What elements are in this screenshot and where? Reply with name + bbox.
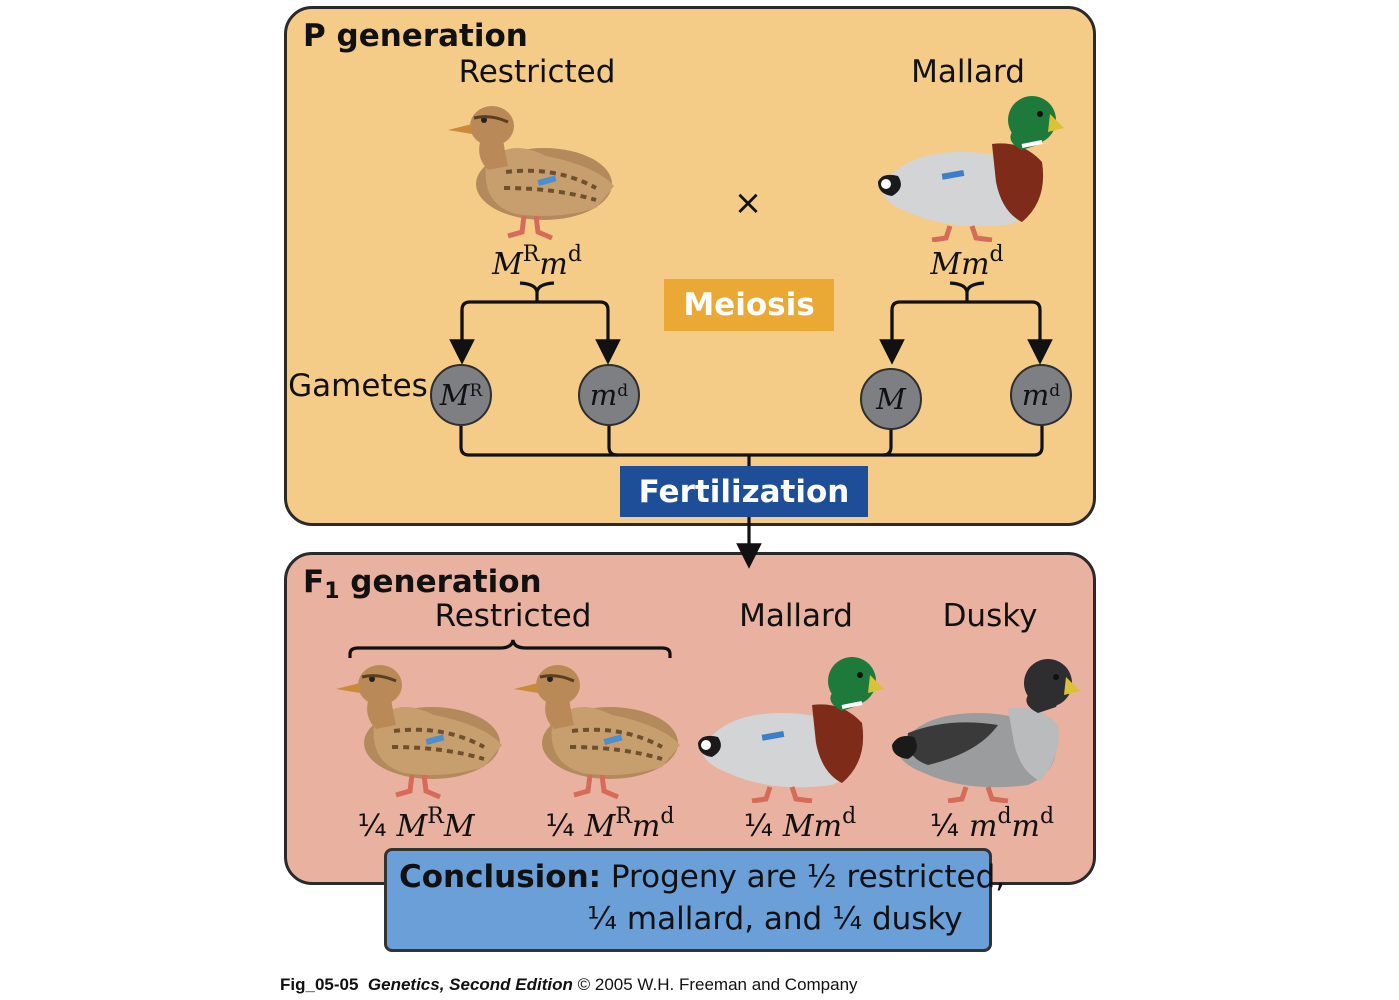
f1-dusky-duck-icon (892, 659, 1080, 803)
right-meiosis-split (890, 300, 1053, 365)
mallard-duck-icon (878, 96, 1064, 242)
f1-dusky-label: Dusky (942, 598, 1038, 634)
p-mallard-label: Mallard (911, 54, 1025, 90)
p-restricted-label: Restricted (458, 54, 616, 90)
cross-symbol: × (733, 183, 763, 223)
left-meiosis-split (460, 300, 621, 365)
figure-caption: Fig_05-05 Genetics, Second Edition © 200… (280, 975, 858, 994)
f1-mallard-label: Mallard (739, 598, 853, 634)
restricted-brace (348, 639, 672, 658)
p-mallard-genotype: Mmd (930, 242, 1004, 282)
f1-restricted-duck-2-icon (514, 665, 680, 800)
fertilization-box: Fertilization (620, 466, 868, 517)
p-generation-panel (284, 6, 1096, 526)
f1-mallard-duck-icon (698, 657, 884, 803)
right-meiosis-bracket (949, 281, 985, 294)
gametes-label: Gametes (288, 368, 428, 404)
f1-generation-title: F1 generation (303, 564, 542, 604)
meiosis-box: Meiosis (664, 279, 834, 331)
conclusion-line-2: ¼ mallard, and ¼ dusky (587, 901, 963, 937)
gamete-M: M (860, 368, 922, 430)
conclusion-box: Conclusion: Progeny are ½ restricted, ¼ … (384, 848, 1005, 952)
conclusion-line-1: Conclusion: Progeny are ½ restricted, (399, 859, 1006, 895)
restricted-duck-icon (448, 106, 614, 241)
p-generation-title: P generation (303, 18, 528, 54)
f1-restricted-label: Restricted (434, 598, 592, 634)
p-restricted-genotype: MRmd (492, 242, 582, 282)
fertilization-bracket (459, 426, 1044, 457)
left-meiosis-bracket (519, 281, 555, 294)
f1-restricted-duck-1-icon (336, 665, 502, 800)
